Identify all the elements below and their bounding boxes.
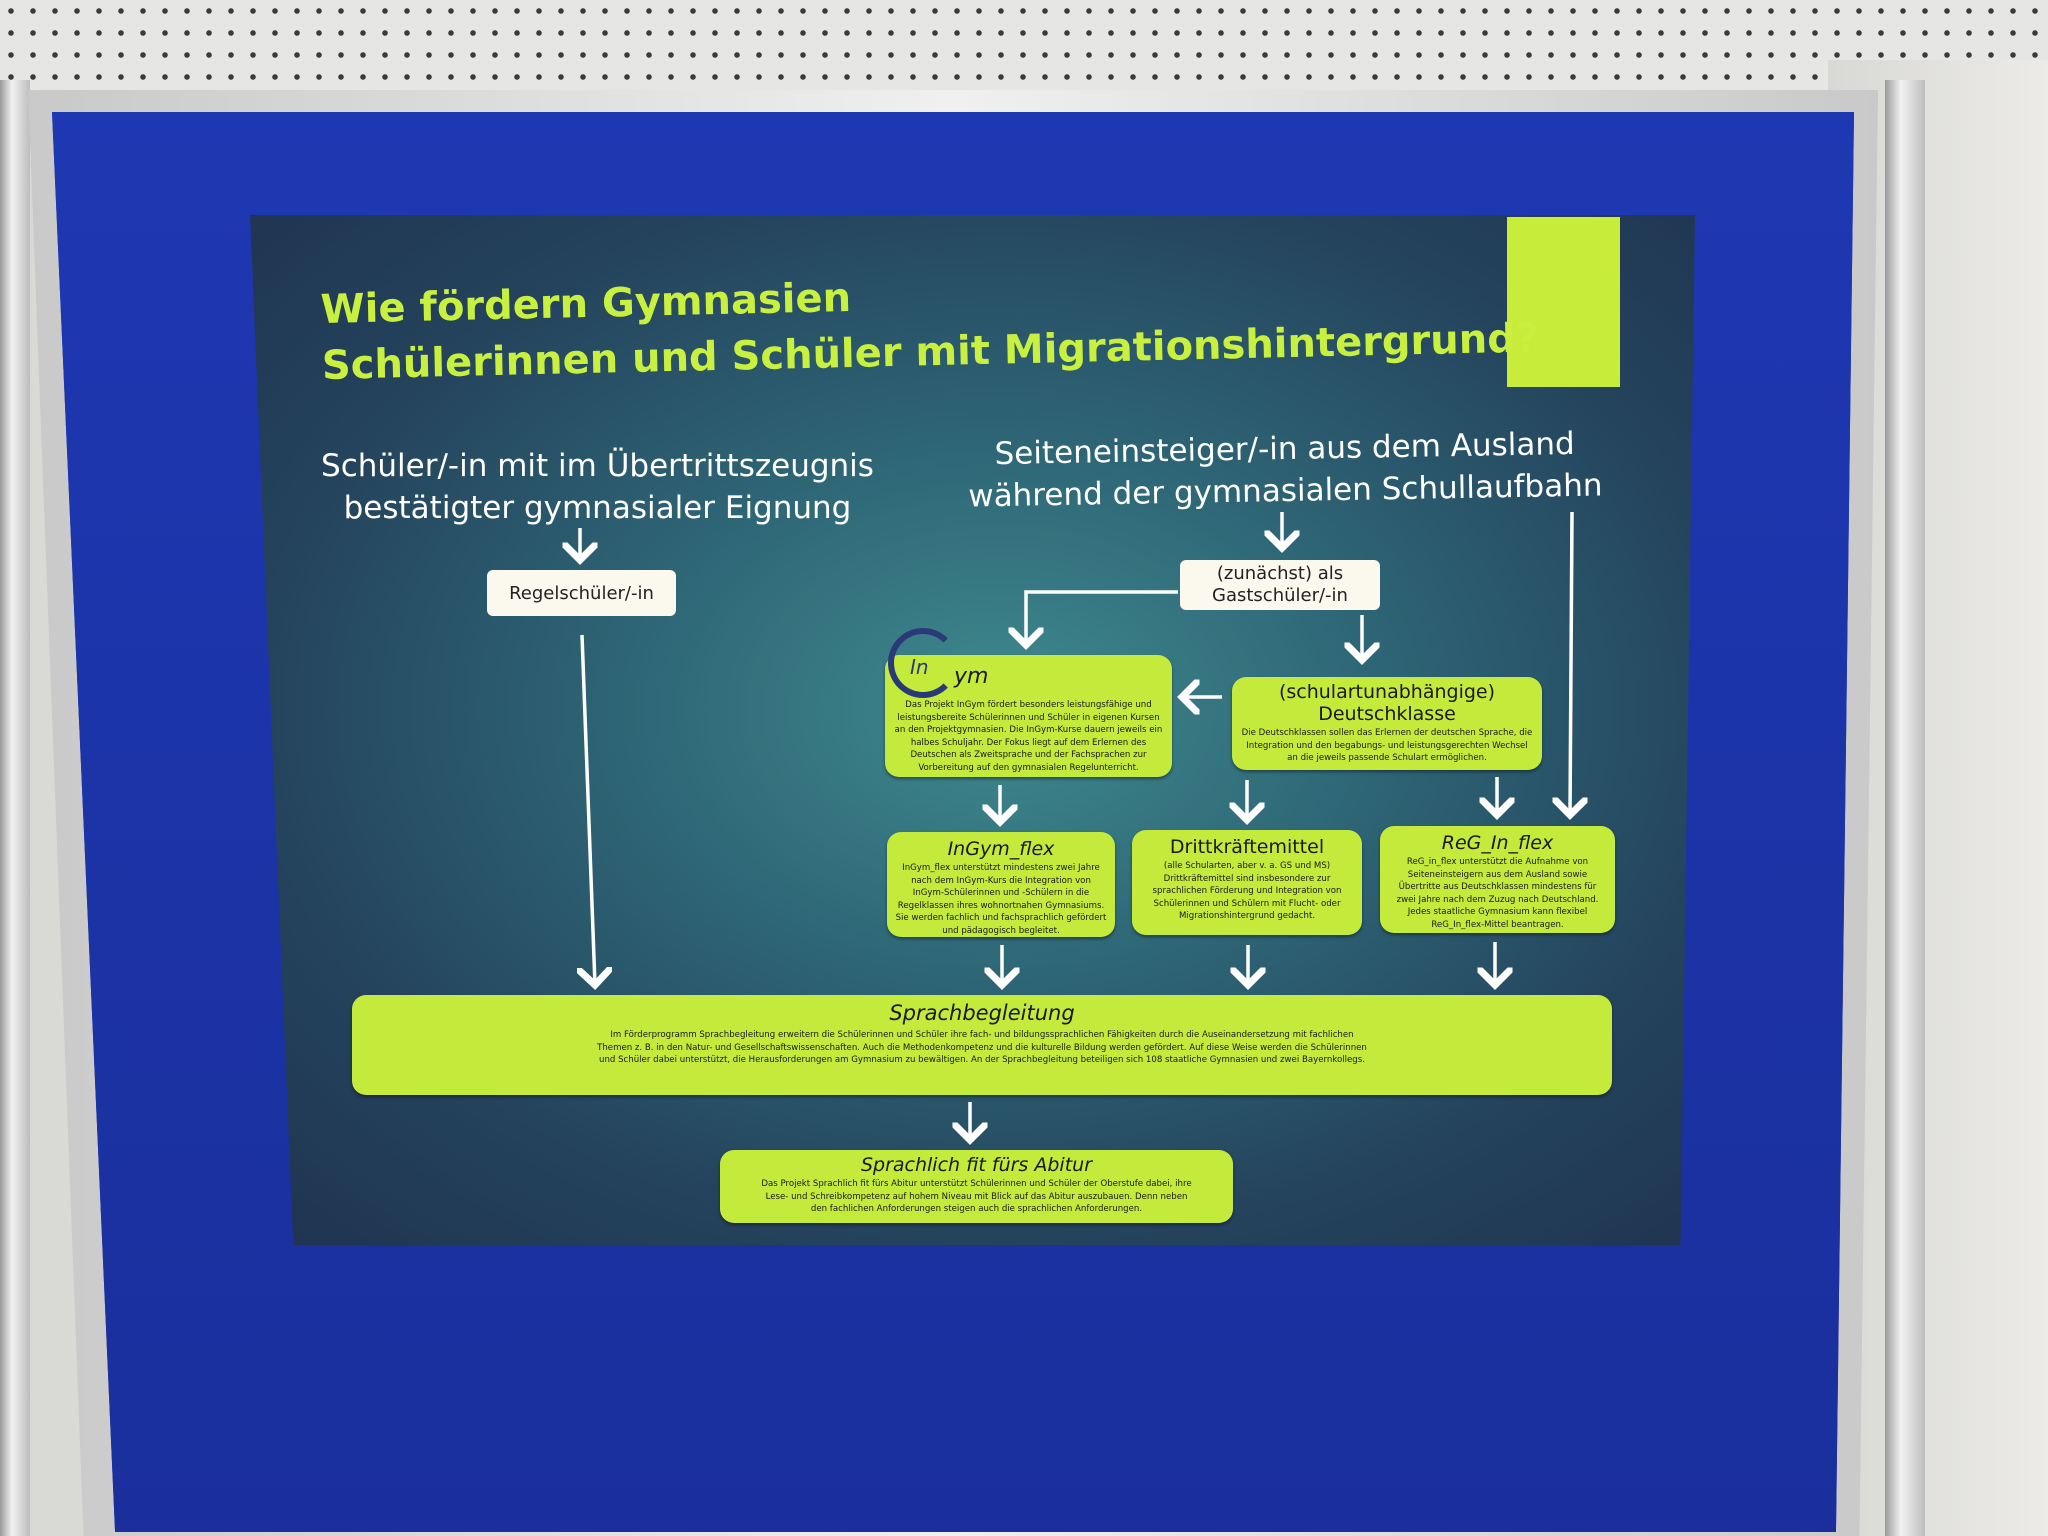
box-body: Das Projekt Sprachlich fit fürs Abitur u… (761, 1179, 1192, 1215)
box-body: Die Deutschklassen sollen das Erlernen d… (1241, 728, 1533, 764)
box-title: Sprachlich fit fürs Abitur (860, 1154, 1093, 1176)
title-line: (schulartunabhängige) (1278, 681, 1496, 703)
arrow (1026, 590, 1178, 645)
box-title: Drittkräftemittel (1169, 836, 1325, 858)
box-title: InGym_flex (947, 838, 1055, 860)
box-body: Das Projekt InGym fördert besonders leis… (894, 700, 1163, 773)
gastschueler-box: (zunächst) als Gastschüler/-in (1180, 560, 1380, 610)
ingym-flex-box: InGym_flex InGym_flex unterstützt mindes… (887, 832, 1115, 937)
box-body: ReG_in_flex unterstützt die Aufnahme von… (1396, 857, 1599, 930)
ingym-logo-text: In (910, 655, 929, 679)
left-heading: Schüler/-in mit im Übertrittszeugnis bes… (320, 445, 875, 529)
box-title: (schulartunabhängige) Deutschklasse (1232, 681, 1542, 725)
accent-square (1507, 217, 1620, 387)
stand-pole (1885, 80, 1925, 1536)
heading-line: Schüler/-in mit im Übertrittszeugnis (321, 448, 874, 484)
box-title: Sprachbegleitung (889, 1001, 1075, 1025)
box-label: Gastschüler/-in (1212, 585, 1348, 606)
arrow (1570, 511, 1572, 815)
box-body: Im Förderprogramm Sprachbegleitung erwei… (597, 1030, 1367, 1066)
heading-line: bestätigter gymnasialer Eignung (343, 490, 852, 526)
box-body: InGym_flex unterstützt mindestens zwei J… (895, 863, 1107, 936)
stand-pole (0, 80, 30, 1536)
regelschueler-box: Regelschüler/-in (487, 570, 676, 616)
box-label: (zunächst) als (1216, 563, 1344, 584)
arrow (582, 634, 595, 985)
box-body: (alle Schularten, aber v. a. GS und MS) … (1152, 861, 1342, 922)
deutschklasse-box: (schulartunabhängige) Deutschklasse Die … (1232, 677, 1542, 770)
title-line: Deutschklasse (1318, 703, 1456, 725)
reg-in-flex-box: ReG_In_flex ReG_in_flex unterstützt die … (1380, 826, 1615, 933)
drittkraeftemittel-box: Drittkräftemittel (alle Schularten, aber… (1132, 830, 1362, 935)
ingym-logo-text: ym (954, 664, 989, 689)
sprachbegleitung-box: Sprachbegleitung Im Förderprogramm Sprac… (352, 995, 1612, 1095)
box-label: Regelschüler/-in (509, 582, 654, 604)
abitur-box: Sprachlich fit fürs Abitur Das Projekt S… (720, 1150, 1233, 1223)
ingym-logo (888, 628, 958, 698)
box-title: ReG_In_flex (1441, 832, 1554, 854)
